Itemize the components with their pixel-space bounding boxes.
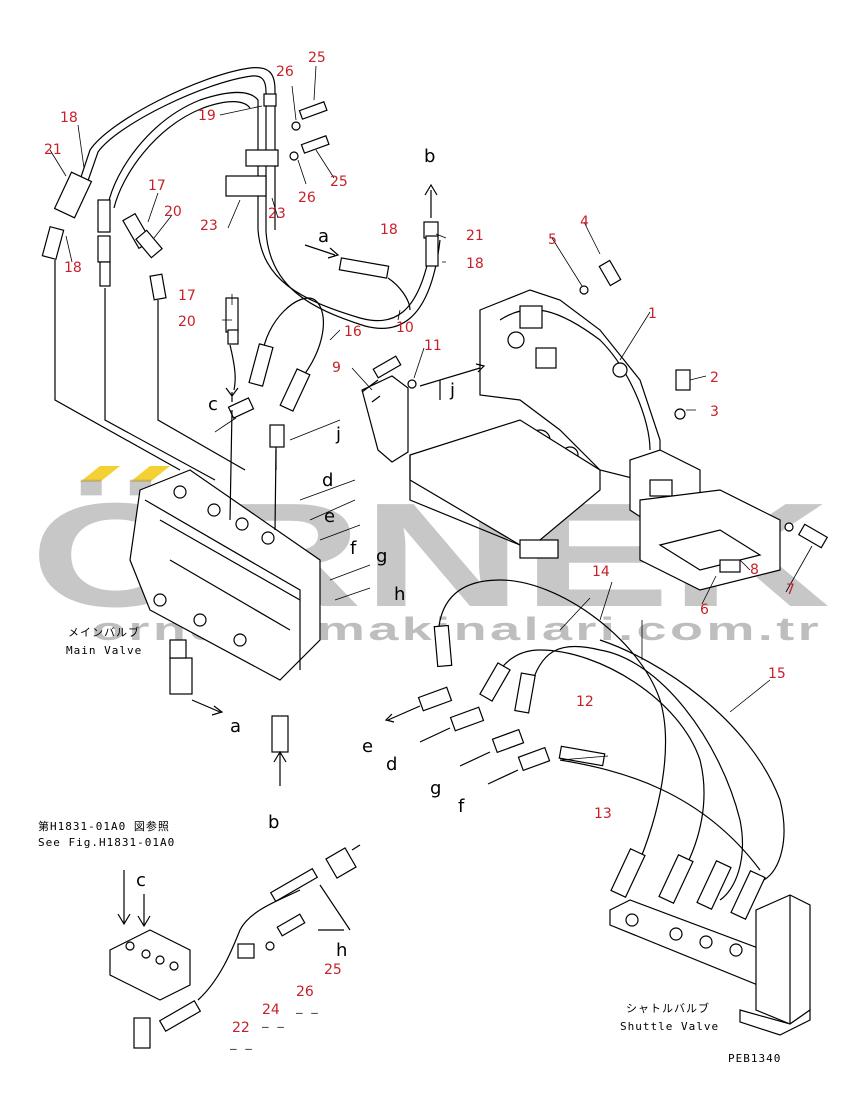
letter-e: e (362, 736, 373, 757)
part-label-5: 5 (548, 232, 557, 248)
part-label-21: 21 (44, 142, 62, 158)
letter-j: j (449, 380, 455, 401)
part-label-26: 26 (298, 190, 316, 206)
upper-hose-group (41, 67, 441, 470)
main-valve-caption-jp: メインバルブ (68, 625, 140, 639)
leader-lines (49, 65, 813, 761)
part-label-1: 1 (648, 306, 657, 322)
part-label-17: 17 (178, 288, 196, 304)
part-label-18: 18 (64, 260, 82, 276)
part-label-23: 23 (268, 206, 286, 222)
part-label-11: 11 (424, 338, 442, 354)
part-label-21: 21 (466, 228, 484, 244)
part-label-24: 24 (262, 1002, 280, 1018)
part-number-labels: 18 21 17 20 18 19 26 25 26 25 23 23 18 2… (44, 50, 795, 1036)
bracket-assembly (361, 259, 829, 591)
part-label-10: 10 (396, 320, 414, 336)
letter-d: d (322, 470, 333, 491)
part-label-20: 20 (178, 314, 196, 330)
part-label-26: 26 (296, 984, 314, 1000)
shuttle-hoses (384, 579, 811, 1036)
letter-f: f (350, 538, 357, 559)
part-label-14: 14 (592, 564, 610, 580)
letter-d: d (386, 754, 397, 775)
shuttle-valve-caption-jp: シャトルバルブ (626, 1001, 710, 1015)
letter-g: g (430, 778, 441, 799)
part-label-2: 2 (710, 370, 719, 386)
part-label-18: 18 (466, 256, 484, 272)
part-label-3: 3 (710, 404, 719, 420)
letter-j: j (335, 424, 341, 445)
dash-mark: – – (296, 1006, 319, 1019)
connection-letters: b a c j j d e f g h a b e d g f c h (136, 146, 465, 961)
part-label-9: 9 (332, 360, 341, 376)
letter-a: a (318, 226, 329, 247)
letter-e: e (324, 506, 335, 527)
part-label-4: 4 (580, 214, 589, 230)
part-label-25: 25 (324, 962, 342, 978)
part-label-17: 17 (148, 178, 166, 194)
part-label-23: 23 (200, 218, 218, 234)
part-label-7: 7 (786, 582, 795, 598)
letter-h: h (336, 940, 347, 961)
part-label-13: 13 (594, 806, 612, 822)
watermark-accent-left (80, 466, 120, 482)
captions: メインバルブ Main Valve 第H1831-01A0 図参照 See Fi… (38, 625, 781, 1065)
part-label-22: 22 (232, 1020, 250, 1036)
part-label-16: 16 (344, 324, 362, 340)
watermark-accent-right (130, 466, 170, 482)
letter-c: c (136, 870, 146, 891)
lower-inset (109, 844, 361, 1049)
dash-mark: – – (230, 1042, 253, 1055)
part-label-25: 25 (308, 50, 326, 66)
part-label-6: 6 (700, 602, 709, 618)
part-label-15: 15 (768, 666, 786, 682)
part-label-18: 18 (380, 222, 398, 238)
letter-b: b (268, 812, 279, 833)
figure-code: PEB1340 (728, 1052, 781, 1065)
dash-mark: – – (262, 1020, 285, 1033)
part-label-26: 26 (276, 64, 294, 80)
part-label-8: 8 (750, 562, 759, 578)
letter-g: g (376, 546, 387, 567)
part-label-18: 18 (60, 110, 78, 126)
part-label-20: 20 (164, 204, 182, 220)
see-fig-caption-jp: 第H1831-01A0 図参照 (38, 819, 170, 833)
letter-c: c (208, 394, 218, 415)
part-label-25: 25 (330, 174, 348, 190)
main-valve (54, 260, 371, 786)
see-fig-caption-en: See Fig.H1831-01A0 (38, 836, 175, 849)
letter-f: f (458, 796, 465, 817)
part-label-19: 19 (198, 108, 216, 124)
letter-a: a (230, 716, 241, 737)
part-label-12: 12 (576, 694, 594, 710)
main-valve-caption-en: Main Valve (66, 644, 142, 657)
letter-b: b (424, 146, 435, 167)
letter-h: h (394, 584, 405, 605)
shuttle-valve-caption-en: Shuttle Valve (620, 1020, 719, 1033)
